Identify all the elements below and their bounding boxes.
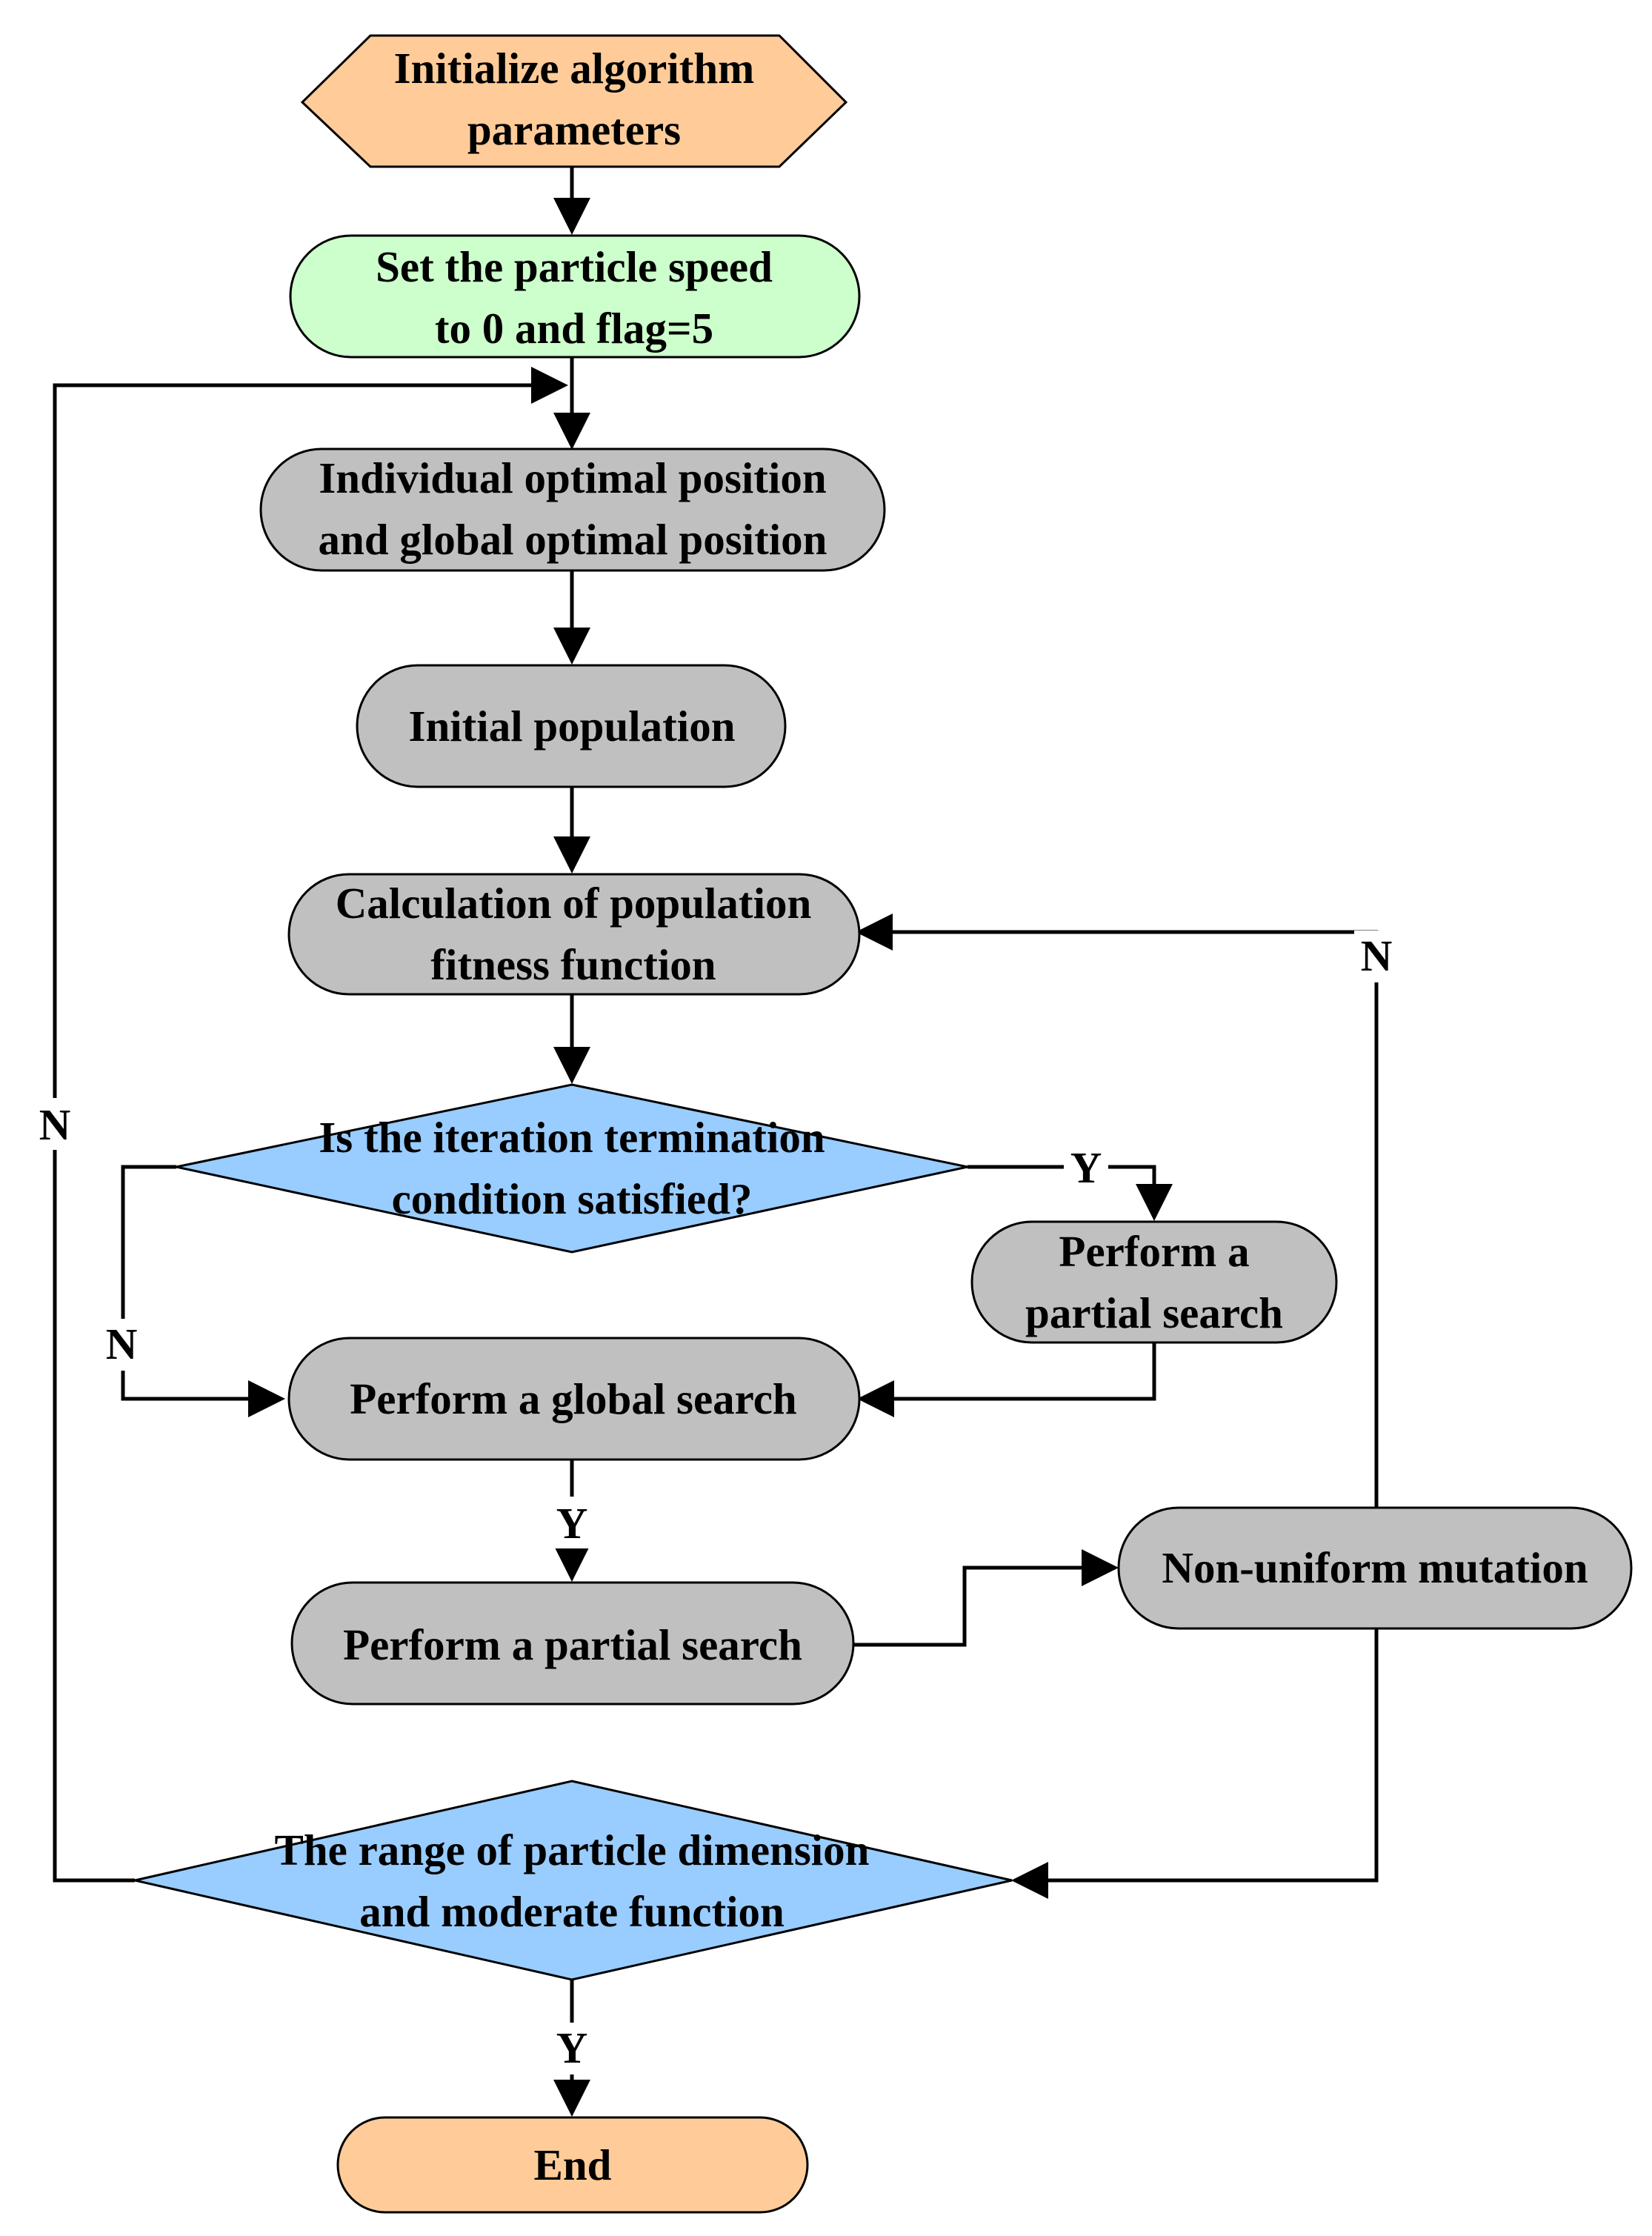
initial-population-box (356, 664, 787, 788)
optimal-position-label-line1: Individual optimal position (319, 453, 826, 502)
node-init: Initialize algorithm parameters (300, 34, 848, 168)
node-set-speed: Set the particle speed to 0 and flag=5 (289, 234, 861, 359)
edge-labels: N N Y Y N Y (33, 931, 1399, 2074)
label-global-y: Y (556, 1499, 588, 1548)
iteration-check-label-line1: Is the iteration termination (319, 1113, 825, 1162)
range-check-label-line2: and moderate function (359, 1887, 785, 1936)
node-end: End (336, 2116, 809, 2214)
edge-iteration-y-to-partial-right (967, 1165, 1173, 1221)
partial-search-right-label-line1: Perform a (1059, 1227, 1249, 1276)
iteration-check-label-line2: condition satisfied? (392, 1174, 753, 1223)
node-partial-search-right: Perform a partial search (970, 1220, 1338, 1344)
range-check-label-line1: The range of particle dimension (274, 1826, 869, 1874)
node-global-search: Perform a global search (287, 1337, 861, 1461)
end-box (336, 2116, 809, 2214)
node-optimal-position: Individual optimal position and global o… (259, 447, 886, 572)
set-speed-label-line2: to 0 and flag=5 (435, 304, 713, 353)
set-speed-box (289, 234, 861, 359)
partial-search-right-label-line2: partial search (1025, 1288, 1283, 1337)
node-initial-population: Initial population (356, 664, 787, 788)
fitness-label-line2: fitness function (430, 940, 716, 989)
init-label-line1: Initialize algorithm (394, 44, 755, 93)
node-mutation: Non-uniform mutation (1117, 1506, 1633, 1630)
mutation-box (1117, 1506, 1633, 1630)
partial-search-label: Perform a partial search (343, 1620, 802, 1669)
label-mutation-n: N (1361, 931, 1393, 980)
node-range-check: The range of particle dimension and mode… (134, 1780, 1013, 1981)
iteration-check-diamond (176, 1083, 968, 1254)
partial-search-box (290, 1581, 855, 1706)
label-outer-loop-n: N (39, 1100, 71, 1149)
init-label-line2: parameters (467, 105, 681, 154)
global-search-label: Perform a global search (350, 1374, 797, 1423)
node-iteration-check: Is the iteration termination condition s… (176, 1083, 968, 1254)
edge-iteration-n-to-global (121, 1165, 285, 1417)
fitness-box (287, 873, 861, 996)
initial-population-label: Initial population (408, 702, 735, 751)
global-search-box (287, 1337, 861, 1461)
node-fitness: Calculation of population fitness functi… (287, 873, 861, 996)
init-hexagon (300, 34, 848, 168)
edge-partial-right-to-global (857, 1342, 1156, 1417)
set-speed-label-line1: Set the particle speed (376, 242, 773, 291)
label-iteration-n: N (106, 1320, 138, 1368)
mutation-label: Non-uniform mutation (1162, 1543, 1588, 1592)
optimal-position-label-line2: and global optimal position (319, 515, 827, 564)
edge-mutation-n-to-fitness (856, 914, 1379, 1508)
range-check-diamond (134, 1780, 1013, 1981)
edge-partial-to-mutation (853, 1549, 1119, 1647)
label-iteration-y: Y (1070, 1143, 1102, 1192)
end-label: End (534, 2140, 612, 2189)
node-partial-search: Perform a partial search (290, 1581, 855, 1706)
optimal-position-box (259, 447, 886, 572)
fitness-label-line1: Calculation of population (336, 879, 812, 928)
partial-search-right-box (970, 1220, 1338, 1344)
label-range-y: Y (556, 2023, 588, 2072)
edge-mutation-to-range-check (1011, 1628, 1379, 1899)
